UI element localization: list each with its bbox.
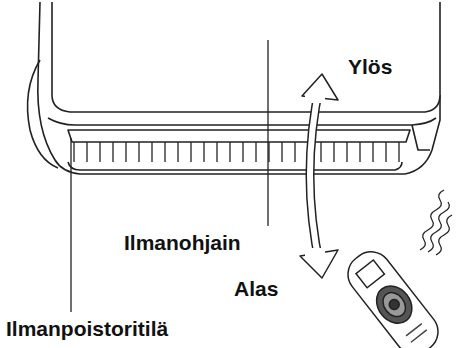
direction-label: Ylös [348, 56, 392, 77]
part-label: Ilmanohjain [124, 232, 241, 253]
part-label: Ilmanpoistoritilä [6, 318, 168, 339]
direction-label: Alas [234, 278, 278, 299]
